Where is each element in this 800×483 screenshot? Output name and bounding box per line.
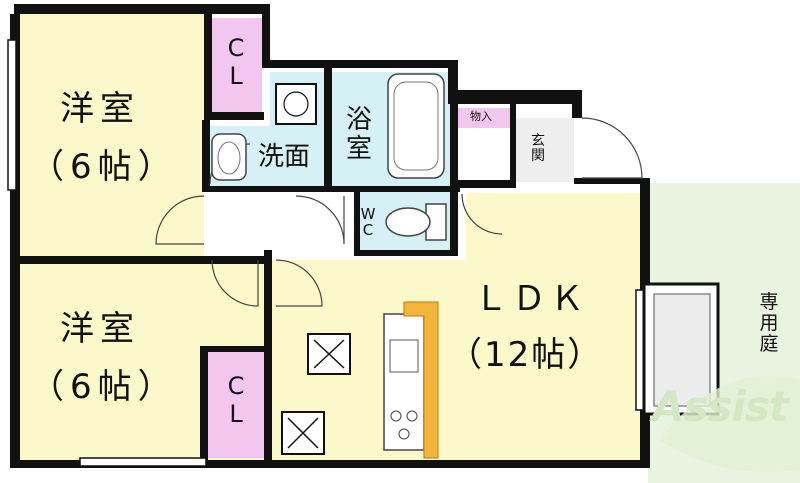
wall (14, 256, 266, 264)
ldk-name: ＬＤＫ (474, 279, 588, 319)
wall (204, 112, 264, 120)
bathroom-label: 浴室 (345, 105, 372, 164)
wall (200, 346, 208, 462)
logo-swoosh (660, 376, 800, 472)
wall (324, 64, 332, 188)
cooktop-burner-icon (390, 410, 402, 422)
wall (452, 90, 582, 104)
wash-basin-icon (211, 133, 247, 181)
wall (572, 104, 582, 118)
western-room-bottom-size: （6帖） (30, 367, 178, 407)
door-swing (155, 195, 205, 245)
closet-bottom-label: C L (227, 372, 245, 428)
garden-label: 専用庭 (759, 291, 779, 355)
kitchen-counter (383, 313, 425, 451)
wall (204, 14, 212, 114)
wall (204, 186, 460, 192)
western-room-top-size: （6帖） (30, 147, 178, 187)
wall (458, 180, 516, 188)
western-room-top-name: 洋室 (60, 89, 140, 129)
kitchen-sink-icon (389, 339, 419, 373)
wall (510, 104, 516, 182)
closet-top-label: C L (227, 34, 245, 90)
cooktop-burner-icon (406, 410, 418, 422)
wall (264, 250, 272, 462)
toilet-label: W C (360, 205, 376, 239)
bathtub-icon (387, 73, 445, 179)
wall (10, 460, 650, 468)
door-swing (275, 259, 323, 307)
door-swing (581, 117, 643, 179)
storage-floor (456, 108, 512, 128)
door-swing (461, 193, 503, 235)
door-swing (295, 195, 345, 245)
wall (354, 250, 458, 256)
entrance-floor (516, 118, 574, 182)
western-room-top-floor (18, 14, 204, 260)
entrance-label: 玄関 (531, 133, 545, 165)
closet-bottom-floor (208, 350, 264, 458)
closet-top-floor (210, 18, 262, 114)
counter-bar (403, 301, 439, 459)
storage-label: 物入 (470, 110, 492, 123)
washing-machine-icon (275, 83, 317, 125)
logo-text: Assist (652, 382, 789, 431)
wall (14, 4, 270, 14)
western-room-bottom-name: 洋室 (60, 309, 140, 349)
wall (202, 120, 210, 192)
wall (448, 60, 458, 104)
wall (262, 4, 270, 68)
door-swing (211, 259, 259, 307)
wall (450, 104, 458, 254)
wall (574, 178, 650, 184)
wall (354, 192, 360, 254)
window (7, 39, 17, 191)
window (79, 457, 207, 467)
cooktop-burner-icon (398, 428, 410, 440)
wall (10, 14, 20, 464)
washroom-label: 洗面 (258, 142, 311, 172)
ldk-size: （12帖） (448, 335, 604, 375)
wall (262, 60, 458, 68)
wall (200, 346, 266, 352)
